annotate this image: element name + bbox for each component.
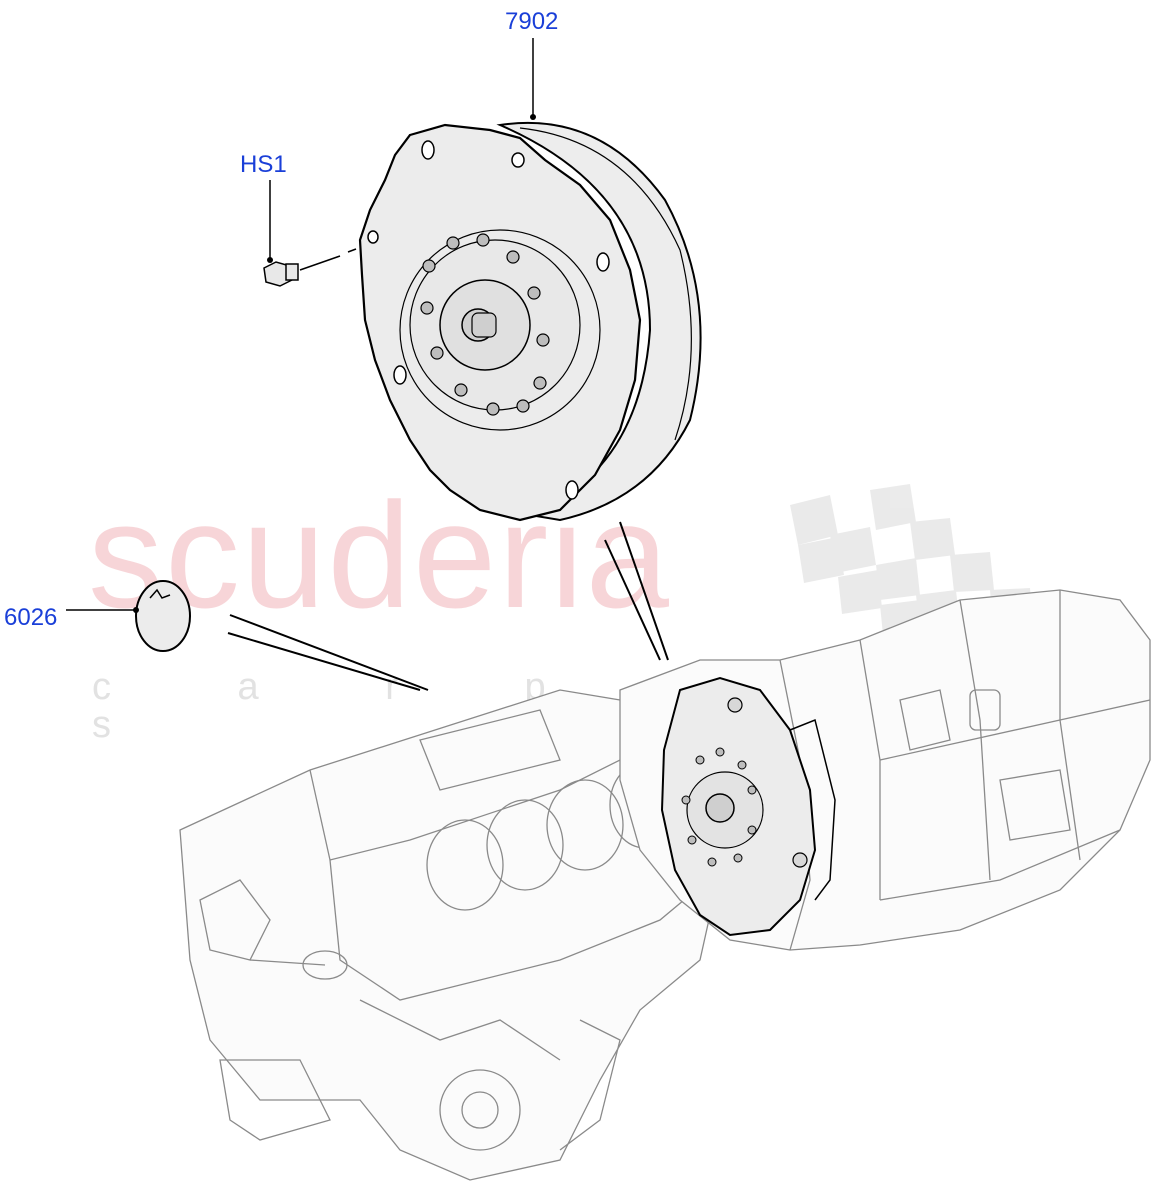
callout-6026[interactable]: 6026 (4, 604, 58, 631)
torque-converter[interactable] (358, 121, 702, 522)
callout-hs1[interactable]: HS1 (240, 151, 287, 178)
mounted-flexplate (660, 676, 836, 937)
engine-block (179, 689, 721, 1181)
blanking-plug[interactable] (135, 580, 191, 652)
callout-7902[interactable]: 7902 (505, 8, 559, 35)
hex-bolt[interactable] (263, 261, 299, 287)
